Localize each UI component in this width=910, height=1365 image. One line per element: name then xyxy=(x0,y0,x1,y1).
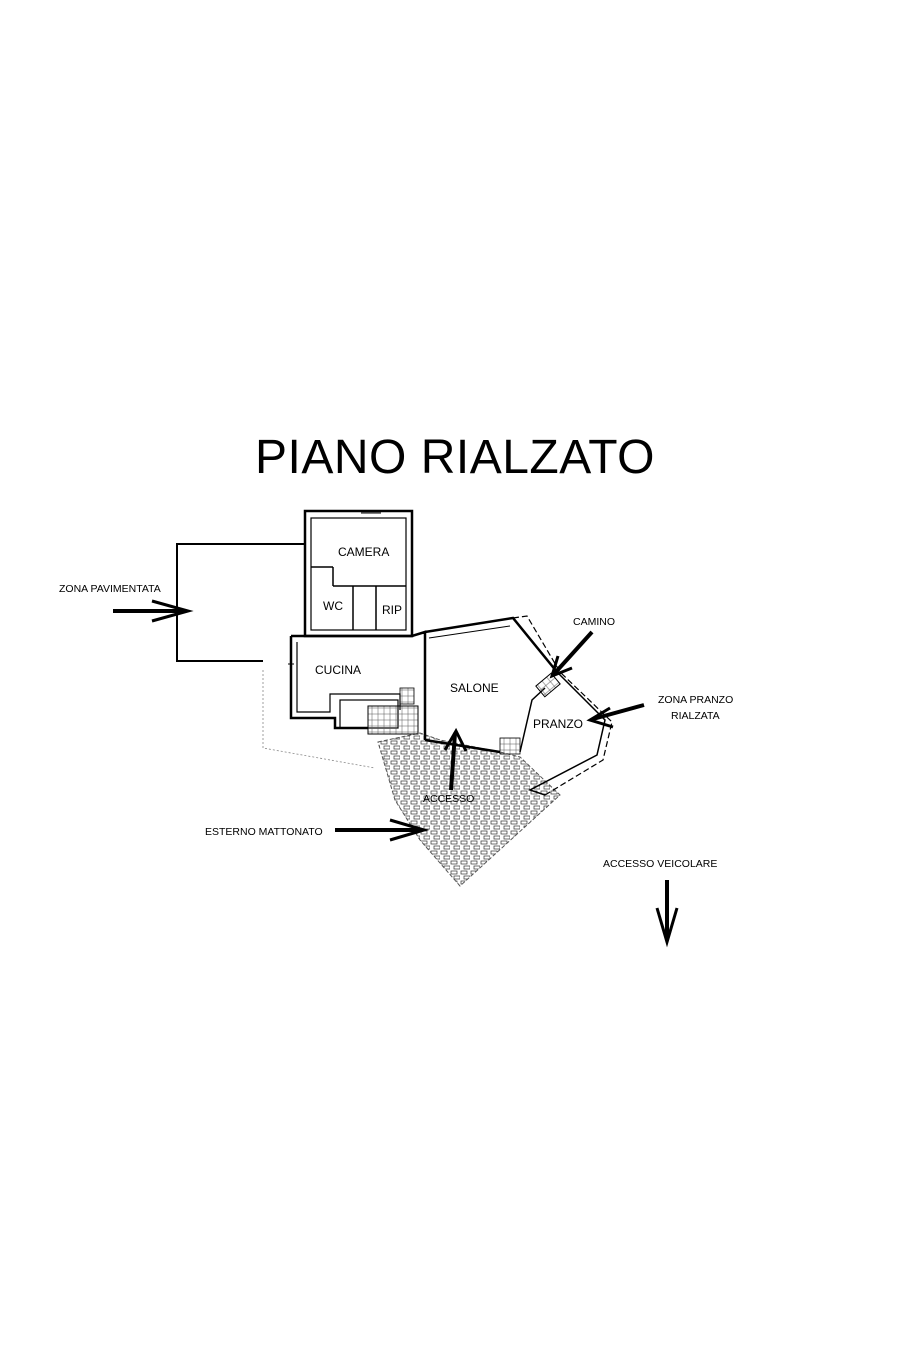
paved-zone-outline xyxy=(176,543,305,662)
label-zona-pranzo-line2: RIALZATA xyxy=(671,710,720,722)
arrow-accesso-veicolare xyxy=(655,880,679,948)
room-label-cucina: CUCINA xyxy=(315,663,361,677)
label-zona-pavimentata: ZONA PAVIMENTATA xyxy=(59,583,161,595)
label-esterno-mattonato: ESTERNO MATTONATO xyxy=(205,826,323,838)
label-camino: CAMINO xyxy=(573,616,615,628)
room-label-rip: RIP xyxy=(382,603,402,617)
kitchen-block xyxy=(288,630,427,740)
room-label-wc: WC xyxy=(323,599,343,613)
room-label-pranzo: PRANZO xyxy=(533,717,583,731)
arrow-camino xyxy=(549,630,594,679)
arrow-zona-pranzo xyxy=(586,703,645,729)
arrow-accesso xyxy=(443,727,468,791)
label-accesso-veicolare: ACCESSO VEICOLARE xyxy=(603,858,717,870)
lot-boundary xyxy=(262,670,376,769)
room-label-camera: CAMERA xyxy=(338,545,389,559)
arrow-zona-pavimentata xyxy=(113,599,194,623)
label-accesso: ACCESSO xyxy=(423,793,474,805)
label-zona-pranzo-line1: ZONA PRANZO xyxy=(658,694,733,706)
bedroom-wing xyxy=(303,509,414,638)
dining-block xyxy=(512,615,613,796)
brick-terrace xyxy=(377,732,561,887)
plan-title: PIANO RIALZATO xyxy=(255,431,655,484)
room-label-salone: SALONE xyxy=(450,681,499,695)
arrow-esterno-mattonato xyxy=(335,818,430,842)
